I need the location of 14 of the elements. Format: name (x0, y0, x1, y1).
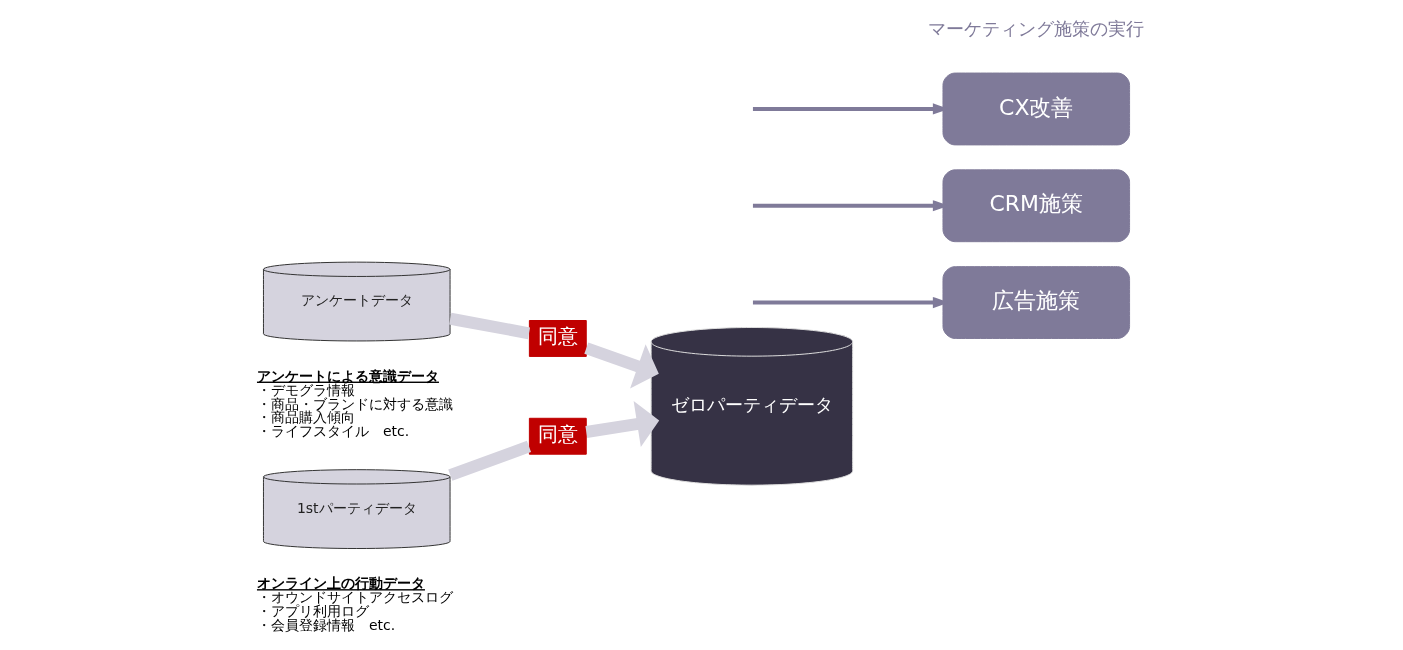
arrow (584, 400, 659, 448)
connector (448, 312, 530, 340)
node-box: CX改善 (941, 72, 1130, 146)
node-box: 広告施策 (941, 266, 1130, 339)
node-label: ・ライフスタイル etc. (256, 423, 409, 440)
node-label: ・会員登録情報 etc. (256, 617, 395, 634)
node-box: 同意 (528, 320, 587, 357)
node-box: CRM施策 (941, 169, 1130, 243)
node-label: アンケートによる意識データ (256, 367, 439, 384)
node-label: オンライン上の行動データ (256, 575, 425, 592)
node-box: 同意 (528, 417, 587, 455)
label: マーケティング施策の実行 (927, 17, 1144, 39)
connector (447, 440, 531, 481)
arrow (583, 342, 659, 389)
